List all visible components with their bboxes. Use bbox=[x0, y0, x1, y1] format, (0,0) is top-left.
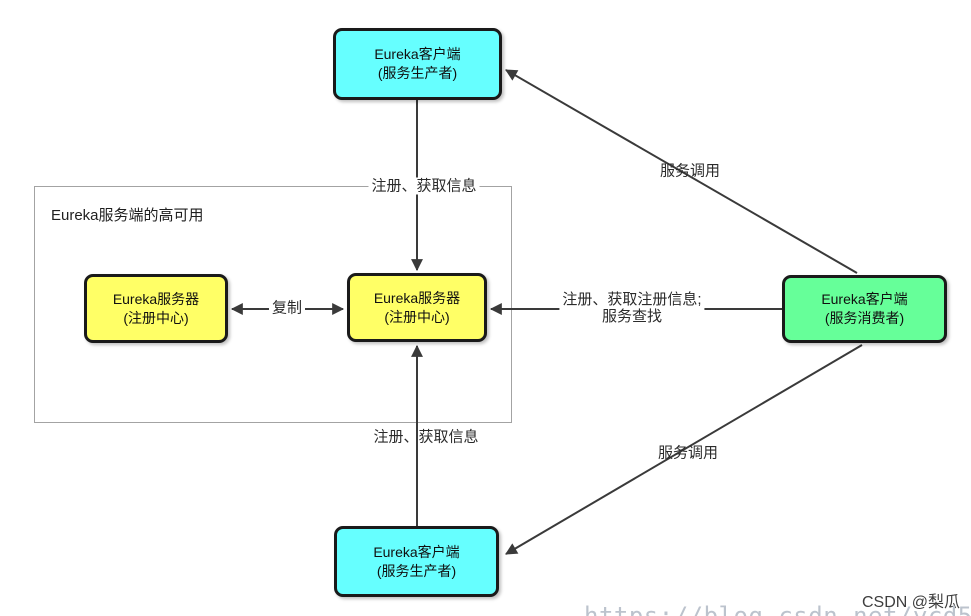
ha-group-title: Eureka服务端的高可用 bbox=[51, 207, 204, 224]
node-label-line1: Eureka服务器 bbox=[112, 290, 200, 307]
edge-label-top-register: 注册、获取信息 bbox=[368, 177, 480, 195]
node-eureka-client-consumer[interactable]: Eureka客户端 (服务消费者) bbox=[782, 275, 947, 343]
csdn-author-watermark: CSDN @梨瓜 bbox=[861, 594, 960, 611]
node-eureka-server-center[interactable]: Eureka服务器 (注册中心) bbox=[347, 273, 487, 342]
node-label-line1: Eureka客户端 bbox=[374, 46, 461, 62]
node-eureka-client-producer-top[interactable]: Eureka客户端 (服务生产者) bbox=[333, 28, 502, 100]
csdn-url-watermark: https://blog.csdn.net/ycd5007 bbox=[584, 602, 971, 616]
node-label-line2: (注册中心) bbox=[123, 309, 189, 326]
edge-label-replicate: 复制 bbox=[268, 299, 306, 317]
edge-label-service-call-bottom: 服务调用 bbox=[657, 444, 719, 462]
node-label-line2: (注册中心) bbox=[384, 308, 450, 325]
edge-label-consumer-register: 注册、获取注册信息; 服务查找 bbox=[559, 291, 705, 325]
edge-label-bottom-register: 注册、获取信息 bbox=[373, 428, 479, 446]
node-label-line1: Eureka客户端 bbox=[821, 291, 908, 307]
node-eureka-client-producer-bottom[interactable]: Eureka客户端 (服务生产者) bbox=[334, 526, 499, 597]
node-label-line1: Eureka客户端 bbox=[373, 543, 460, 560]
node-label-line2: (服务消费者) bbox=[824, 310, 905, 326]
edge-label-consumer-register-line2: 服务查找 bbox=[601, 308, 663, 325]
node-label-line1: Eureka服务器 bbox=[373, 289, 461, 306]
edge-service-call-bottom-arrow bbox=[505, 344, 863, 555]
ha-group-box: Eureka服务端的高可用 bbox=[34, 186, 512, 423]
edge-label-service-call-top: 服务调用 bbox=[659, 162, 721, 180]
node-label-line2: (服务生产者) bbox=[376, 562, 457, 579]
edge-label-consumer-register-line1: 注册、获取注册信息; bbox=[562, 291, 702, 308]
node-label-line2: (服务生产者) bbox=[377, 65, 458, 81]
node-eureka-server-left[interactable]: Eureka服务器 (注册中心) bbox=[84, 274, 228, 343]
edge-service-call-top-arrow bbox=[505, 69, 858, 274]
